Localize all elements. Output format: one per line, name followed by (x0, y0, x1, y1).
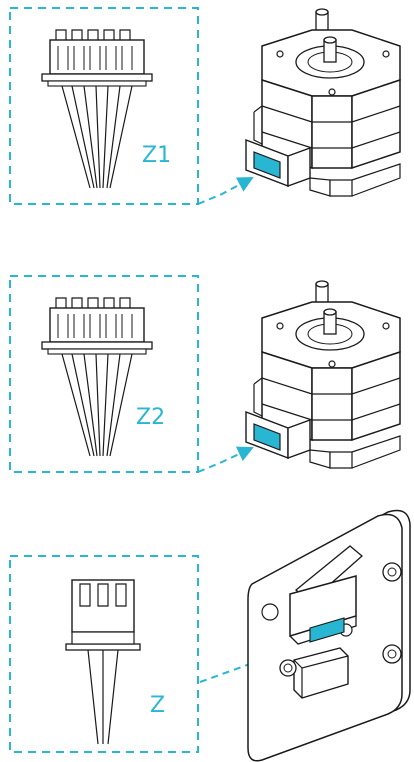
z1-connector-group: Z1 (9, 7, 199, 205)
z-label: Z (150, 693, 165, 718)
z2-arrow (197, 446, 254, 473)
z-plug-icon (65, 579, 141, 745)
z2-dashed-frame (9, 275, 199, 473)
z-connector-group: Z (9, 555, 199, 753)
z1-dashed-frame (9, 7, 199, 205)
limit-switch-icon (247, 509, 411, 762)
z2-stepper-motor-icon (245, 280, 401, 469)
z2-plug-icon (41, 297, 153, 457)
z2-connector-group: Z2 (9, 275, 199, 473)
z1-label: Z1 (142, 143, 171, 168)
z1-plug-icon (41, 29, 153, 189)
z-dashed-frame (9, 555, 199, 753)
z1-stepper-motor-icon (245, 8, 401, 197)
z1-arrow (197, 177, 254, 205)
z2-label: Z2 (136, 405, 165, 430)
